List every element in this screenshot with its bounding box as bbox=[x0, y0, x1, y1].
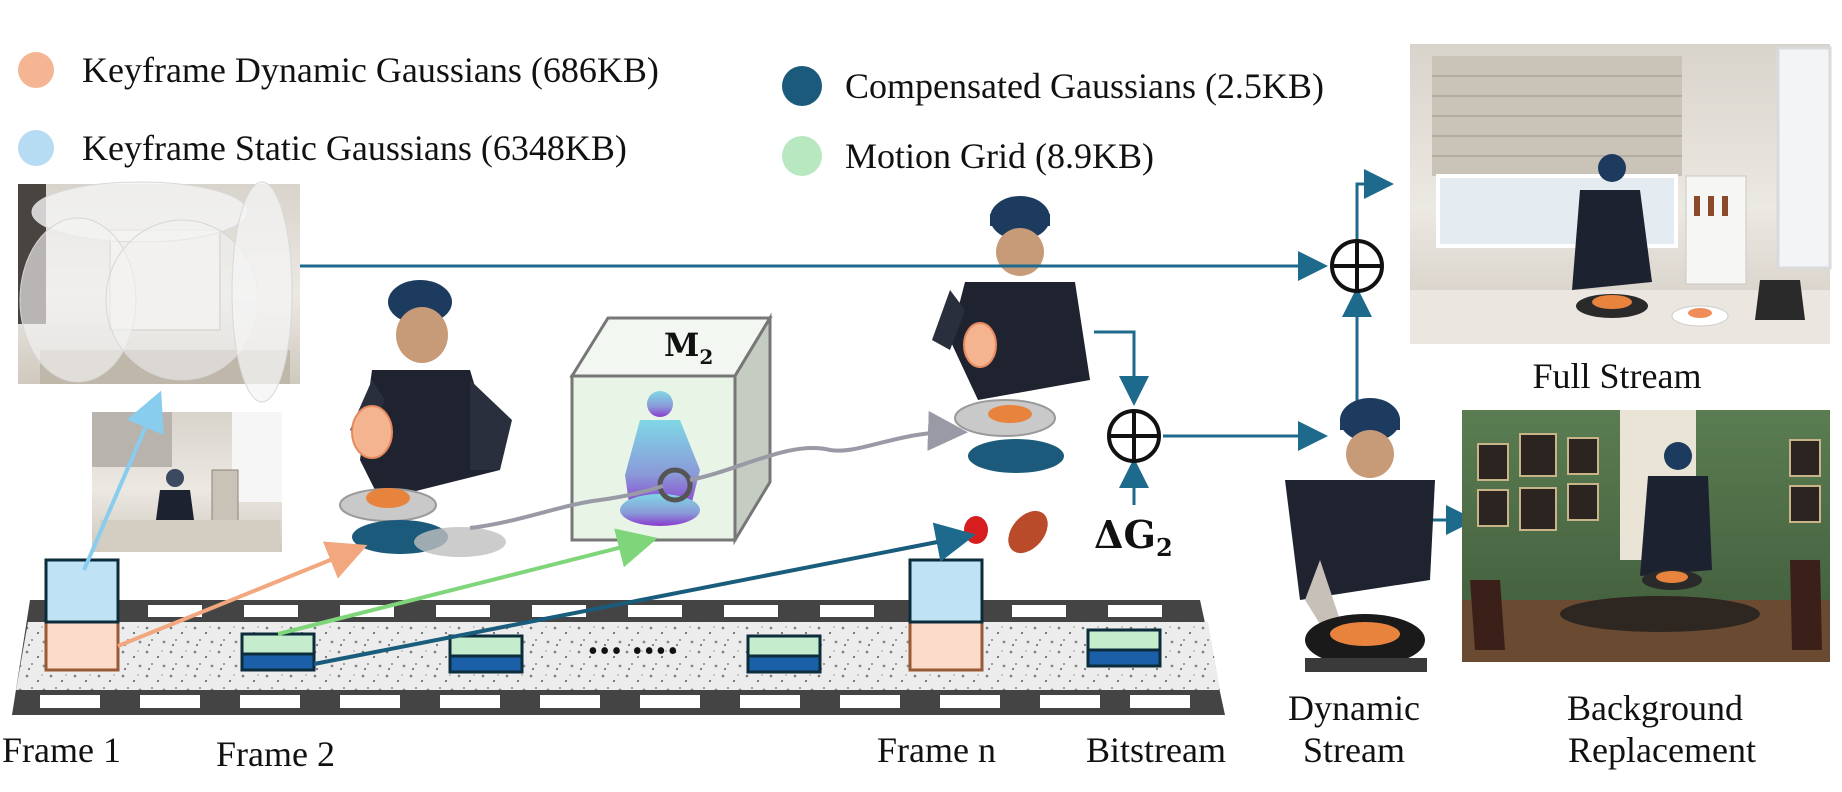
legend-static-swatch bbox=[18, 130, 54, 166]
legend-static-label: Keyframe Static Gaussians (6348KB) bbox=[82, 128, 627, 168]
motion-grid-cube: M2 bbox=[569, 312, 773, 546]
frame-n-static-block bbox=[908, 558, 984, 624]
legend-motion-grid-label: Motion Grid (8.9KB) bbox=[845, 136, 1154, 176]
frame2-compensated-block bbox=[240, 652, 316, 672]
motion-curve-in bbox=[469, 484, 664, 530]
legend-motion-grid-swatch bbox=[782, 136, 822, 176]
compensated-gaussian-samples bbox=[964, 510, 1048, 554]
full-stream-label: Full Stream bbox=[1533, 356, 1702, 396]
bitstream-blocks bbox=[1086, 628, 1162, 668]
frame2-compensated-arrow bbox=[313, 522, 976, 666]
motion-curve-out bbox=[689, 410, 968, 482]
static-gaussians-image bbox=[18, 181, 300, 403]
dynamic-stream-person bbox=[1285, 398, 1435, 672]
bitstream-label: Bitstream bbox=[1086, 730, 1226, 770]
frame-k-blocks bbox=[746, 634, 822, 674]
person2-to-sum-arrow bbox=[1094, 330, 1149, 406]
frame2-blocks bbox=[240, 632, 316, 672]
full-stream-image bbox=[1410, 44, 1832, 344]
background-replacement-image bbox=[1462, 410, 1830, 662]
legend-compensated-swatch bbox=[782, 66, 822, 106]
background-label-line1: Background bbox=[1567, 688, 1743, 728]
m2-label: M2 bbox=[664, 326, 713, 369]
legend: Keyframe Dynamic Gaussians (686KB) Keyfr… bbox=[18, 50, 1324, 176]
ellipsis: ••• •••• bbox=[588, 636, 680, 667]
frame-n-dynamic-block bbox=[908, 620, 984, 672]
background-label-line2: Replacement bbox=[1568, 730, 1756, 770]
frame-n-blocks bbox=[908, 558, 984, 672]
delta-g2-label: ΔG2 bbox=[1094, 512, 1173, 562]
frame1-dynamic-block bbox=[44, 620, 120, 672]
frame1-static-block bbox=[44, 558, 120, 624]
frame1-blocks bbox=[44, 558, 120, 672]
motion-grid-person-silhouette bbox=[620, 391, 700, 526]
sum-operator-lower bbox=[1107, 409, 1161, 463]
frame3-blocks bbox=[448, 634, 524, 674]
legend-dynamic-label: Keyframe Dynamic Gaussians (686KB) bbox=[82, 50, 659, 90]
frame-n-label: Frame n bbox=[877, 730, 996, 770]
top-sum-to-full-arrow bbox=[1355, 169, 1394, 240]
frame1-static-arrow bbox=[82, 390, 164, 571]
frame2-label: Frame 2 bbox=[216, 734, 335, 774]
legend-dynamic-swatch bbox=[18, 52, 54, 88]
dynamic-stream-label-line1: Dynamic bbox=[1288, 688, 1420, 728]
frame1-dynamic-arrow bbox=[117, 541, 368, 648]
legend-compensated-label: Compensated Gaussians (2.5KB) bbox=[845, 66, 1324, 106]
frame1-label: Frame 1 bbox=[2, 730, 121, 770]
frame2-motion-arrow bbox=[277, 528, 658, 636]
bottom-labels: Frame 1 Frame 2 Frame n Bitstream Dynami… bbox=[2, 356, 1756, 774]
person-frame1 bbox=[339, 280, 512, 557]
frame2-motion-block bbox=[240, 632, 316, 656]
sum-operator-upper bbox=[1330, 239, 1384, 293]
dynamic-stream-label-line2: Stream bbox=[1303, 730, 1405, 770]
person-frame2 bbox=[932, 196, 1090, 473]
